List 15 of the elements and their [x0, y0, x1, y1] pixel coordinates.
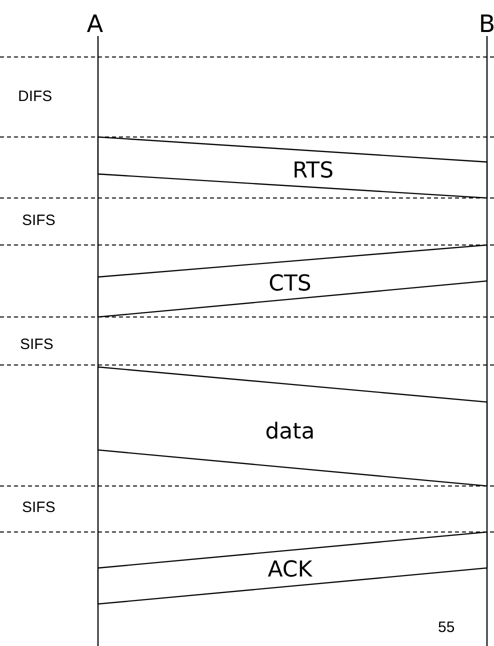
interval-label: SIFS	[22, 499, 56, 516]
frame-label: ACK	[268, 558, 312, 582]
frame-parallelogram	[98, 245, 487, 317]
frame-parallelogram	[98, 367, 487, 486]
frame-label: RTS	[292, 158, 334, 184]
frame-parallelogram	[98, 137, 487, 198]
frame-parallelogram	[98, 532, 487, 604]
party-label: A	[80, 9, 110, 39]
interval-label: DIFS	[18, 88, 52, 105]
party-label: B	[472, 9, 494, 39]
page-number: 55	[438, 619, 455, 636]
interval-label: SIFS	[22, 212, 56, 229]
frame-label: CTS	[268, 272, 312, 296]
interval-label: SIFS	[20, 336, 54, 353]
frame-label: data	[265, 420, 315, 444]
